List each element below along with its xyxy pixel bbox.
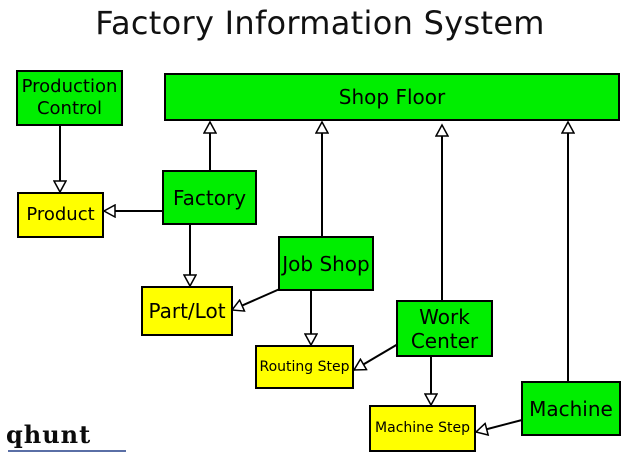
- arrow-machine-to-machine-step: [476, 419, 523, 432]
- page-title: Factory Information System: [95, 4, 545, 42]
- work-center-label-line2: Center: [410, 328, 479, 353]
- arrow-work-center-to-routing-step: [354, 343, 399, 371]
- part-lot-box: Part/Lot: [141, 286, 233, 336]
- production-control-box: Production Control: [16, 70, 123, 126]
- work-center-label-line1: Work: [419, 304, 470, 329]
- logo-underline: [8, 450, 126, 452]
- machine-label: Machine: [529, 396, 613, 421]
- job-shop-box: Job Shop: [278, 236, 374, 291]
- routing-step-box: Routing Step: [255, 345, 354, 389]
- qhunt-logo: qhunt: [6, 420, 92, 449]
- machine-step-box: Machine Step: [369, 405, 476, 452]
- routing-step-label: Routing Step: [259, 358, 350, 375]
- machine-step-label: Machine Step: [375, 420, 470, 437]
- job-shop-label: Job Shop: [282, 251, 370, 276]
- part-lot-label: Part/Lot: [148, 299, 226, 323]
- shop-floor-box: Shop Floor: [164, 73, 620, 121]
- arrow-job-shop-to-part-lot: [232, 287, 283, 310]
- product-box: Product: [17, 192, 104, 238]
- shop-floor-label: Shop Floor: [338, 85, 446, 109]
- factory-label: Factory: [172, 185, 247, 210]
- product-label: Product: [26, 204, 95, 226]
- production-control-label-line2: Control: [36, 98, 103, 119]
- factory-box: Factory: [162, 170, 257, 225]
- production-control-label-line1: Production: [21, 76, 118, 98]
- machine-box: Machine: [521, 381, 621, 436]
- work-center-box: Work Center: [396, 300, 493, 357]
